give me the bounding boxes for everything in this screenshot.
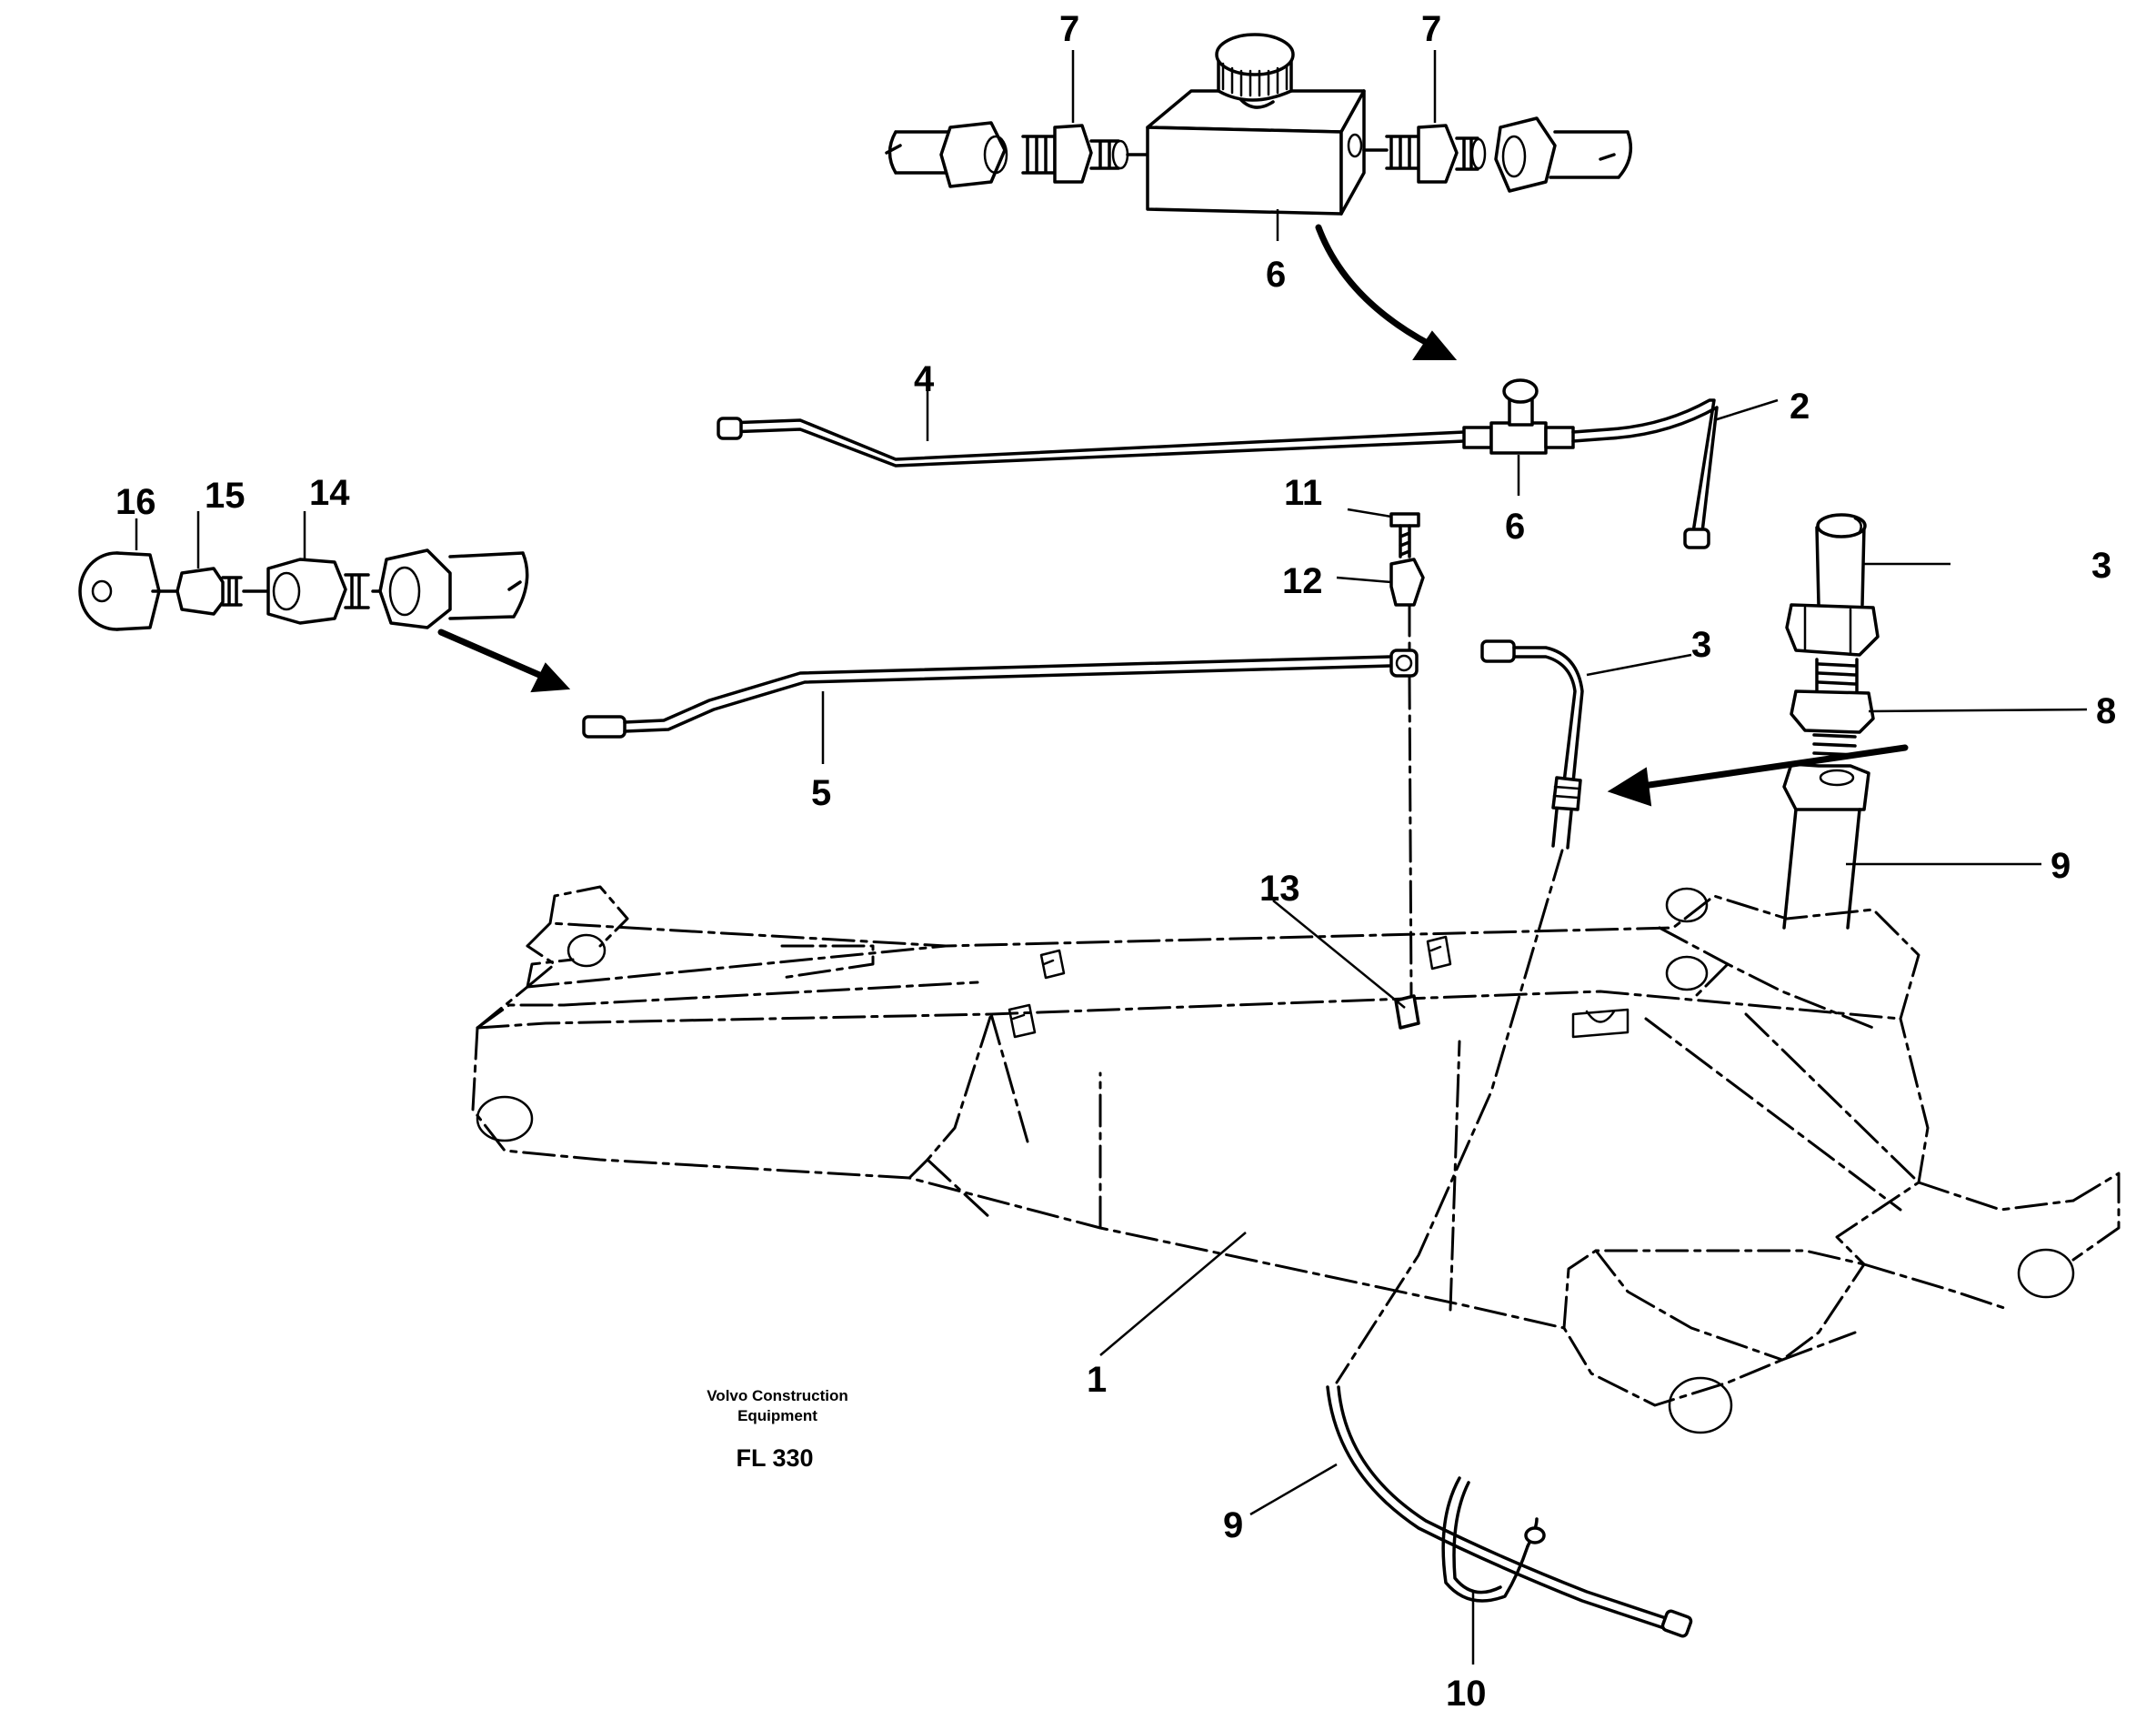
label-part-9-right: 9 [2051, 846, 2071, 886]
label-part-2: 2 [1790, 387, 1810, 427]
caption-block: Volvo Construction Equipment FL 330 [707, 1387, 848, 1472]
drawing-code: FL 330 [736, 1444, 813, 1472]
label-part-4: 4 [914, 359, 935, 399]
label-part-13: 13 [1259, 869, 1300, 909]
hose-9-lower [1326, 1385, 1693, 1638]
label-part-16: 16 [115, 482, 156, 522]
boom-arm [471, 885, 2121, 1434]
label-part-11: 11 [1284, 473, 1322, 513]
label-part-7-right: 7 [1421, 9, 1441, 49]
label-part-9: 9 [1223, 1505, 1243, 1545]
hose-clip [1008, 935, 1630, 1039]
label-part-7-left: 7 [1059, 9, 1079, 49]
arrow-detail-to-line-3 [1607, 744, 1909, 807]
label-part-6: 6 [1505, 507, 1525, 547]
label-part-12: 12 [1282, 561, 1323, 601]
label-part-5: 5 [811, 773, 831, 813]
label-part-10: 10 [1446, 1674, 1487, 1714]
right-fitting-detail [1782, 513, 1880, 930]
label-part-6-top: 6 [1266, 255, 1286, 295]
valve-block-detail [885, 33, 1633, 216]
label-part-3: 3 [1691, 625, 1711, 665]
label-part-8: 8 [2096, 691, 2116, 731]
label-part-3-right: 3 [2091, 546, 2111, 586]
label-part-1: 1 [1087, 1360, 1107, 1400]
brand-line-1: Volvo Construction [707, 1387, 848, 1404]
brand-line-2: Equipment [737, 1407, 817, 1424]
left-fitting-detail [78, 548, 529, 631]
label-part-14: 14 [309, 473, 350, 513]
part-labels: 7 7 6 4 2 6 11 12 16 15 14 3 3 8 5 9 13 … [115, 9, 2116, 1714]
arrow-fittings-to-line-5 [437, 629, 571, 693]
pipe-line-3 [1335, 639, 1584, 1384]
leader-lines [135, 50, 2088, 1665]
clamp-assembly [1389, 512, 1425, 1030]
label-part-15: 15 [205, 476, 246, 516]
arrow-valve-to-line [1315, 224, 1458, 360]
pipe-line-4-2 [717, 378, 1719, 549]
pipe-line-5 [582, 649, 1419, 739]
